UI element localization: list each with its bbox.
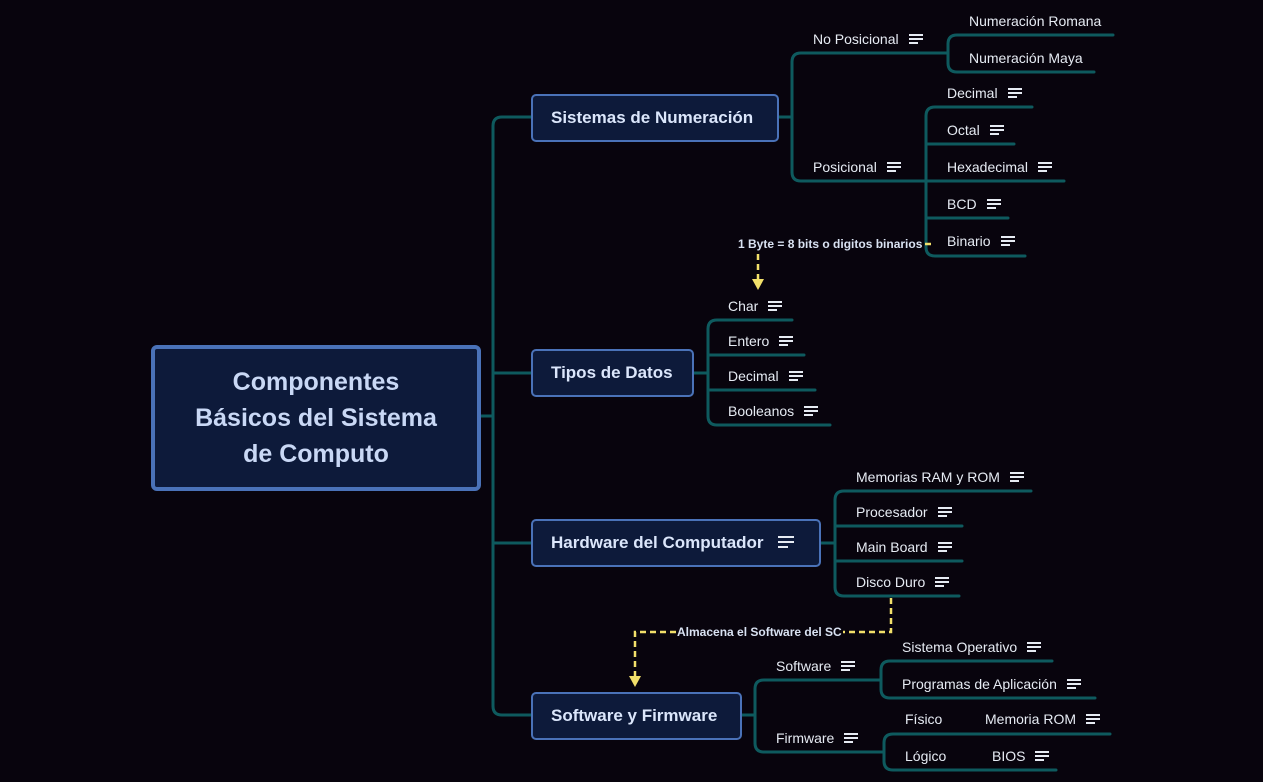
notes-icon[interactable] bbox=[908, 34, 923, 44]
notes-icon[interactable] bbox=[1066, 679, 1081, 689]
notes-icon[interactable] bbox=[777, 536, 794, 548]
notes-icon[interactable] bbox=[989, 125, 1004, 135]
subtopic-label: Hexadecimal bbox=[947, 159, 1028, 175]
subtopic-decimal-dato[interactable]: Decimal bbox=[728, 366, 803, 386]
topic-sistemas-numeracion[interactable]: Sistemas de Numeración bbox=[531, 94, 779, 142]
topic-software-firmware[interactable]: Software y Firmware bbox=[531, 692, 742, 740]
subtopic-label: BCD bbox=[947, 196, 977, 212]
notes-icon[interactable] bbox=[1007, 88, 1022, 98]
subtopic-procesador[interactable]: Procesador bbox=[856, 502, 952, 522]
subtopic-label: Disco Duro bbox=[856, 574, 926, 590]
notes-icon[interactable] bbox=[1000, 236, 1015, 246]
notes-icon[interactable] bbox=[841, 661, 856, 671]
subtopic-main-board[interactable]: Main Board bbox=[856, 537, 952, 557]
subtopic-octal[interactable]: Octal bbox=[947, 120, 1004, 140]
topic-label: Sistemas de Numeración bbox=[551, 108, 754, 127]
central-topic-label: Componentes Básicos del Sistema de Compu… bbox=[195, 368, 437, 468]
subtopic-label: Numeración Maya bbox=[969, 50, 1083, 66]
relationship-label-byte[interactable]: 1 Byte = 8 bits o digitos binarios bbox=[737, 237, 924, 251]
notes-icon[interactable] bbox=[804, 406, 819, 416]
subtopic-label: Físico bbox=[905, 711, 943, 727]
relationship-label-almacena[interactable]: Almacena el Software del SC bbox=[676, 625, 843, 639]
subtopic-label: Binario bbox=[947, 233, 991, 249]
topic-label: Tipos de Datos bbox=[551, 363, 673, 382]
subtopic-label: Entero bbox=[728, 333, 770, 349]
subtopic-posicional[interactable]: Posicional bbox=[813, 157, 901, 177]
subtopic-no-posicional[interactable]: No Posicional bbox=[813, 29, 923, 49]
notes-icon[interactable] bbox=[1009, 472, 1024, 482]
notes-icon[interactable] bbox=[937, 542, 952, 552]
subtopic-booleanos[interactable]: Booleanos bbox=[728, 401, 819, 421]
notes-icon[interactable] bbox=[1037, 162, 1052, 172]
notes-icon[interactable] bbox=[986, 199, 1001, 209]
subtopic-memorias[interactable]: Memorias RAM y ROM bbox=[856, 467, 1024, 487]
notes-icon[interactable] bbox=[935, 577, 950, 587]
notes-icon[interactable] bbox=[768, 301, 783, 311]
topic-label: Software y Firmware bbox=[551, 706, 718, 725]
central-topic[interactable]: Componentes Básicos del Sistema de Compu… bbox=[151, 345, 481, 491]
notes-icon[interactable] bbox=[1086, 714, 1101, 724]
notes-icon[interactable] bbox=[1027, 642, 1042, 652]
subtopic-label: Char bbox=[728, 298, 759, 314]
subtopic-label: Decimal bbox=[728, 368, 779, 384]
subtopic-label: Lógico bbox=[905, 748, 947, 764]
subtopic-label: Posicional bbox=[813, 159, 877, 175]
notes-icon[interactable] bbox=[788, 371, 803, 381]
notes-icon[interactable] bbox=[779, 336, 794, 346]
subtopic-label: BIOS bbox=[992, 748, 1026, 764]
subtopic-logico[interactable]: Lógico bbox=[905, 746, 946, 766]
subtopic-label: Octal bbox=[947, 122, 980, 138]
topic-hardware[interactable]: Hardware del Computador bbox=[531, 519, 821, 567]
topic-tipos-datos[interactable]: Tipos de Datos bbox=[531, 349, 694, 397]
subtopic-software[interactable]: Software bbox=[776, 656, 856, 676]
subtopic-bios[interactable]: BIOS bbox=[992, 746, 1050, 766]
notes-icon[interactable] bbox=[844, 733, 859, 743]
subtopic-label: Decimal bbox=[947, 85, 998, 101]
topic-label: Hardware del Computador bbox=[551, 533, 764, 552]
subtopic-decimal[interactable]: Decimal bbox=[947, 83, 1022, 103]
arrow-head-icon bbox=[752, 279, 764, 290]
subtopic-label: No Posicional bbox=[813, 31, 899, 47]
subtopic-label: Sistema Operativo bbox=[902, 639, 1018, 655]
subtopic-programas-aplicacion[interactable]: Programas de Aplicación bbox=[902, 674, 1081, 694]
subtopic-disco-duro[interactable]: Disco Duro bbox=[856, 572, 950, 592]
subtopic-memoria-rom[interactable]: Memoria ROM bbox=[985, 709, 1101, 729]
subtopic-label: Numeración Romana bbox=[969, 13, 1102, 29]
subtopic-bcd[interactable]: BCD bbox=[947, 194, 1001, 214]
subtopic-sistema-operativo[interactable]: Sistema Operativo bbox=[902, 637, 1042, 657]
subtopic-label: Procesador bbox=[856, 504, 928, 520]
subtopic-char[interactable]: Char bbox=[728, 296, 783, 316]
subtopic-label: Memorias RAM y ROM bbox=[856, 469, 1000, 485]
notes-icon[interactable] bbox=[886, 162, 901, 172]
subtopic-binario[interactable]: Binario bbox=[947, 231, 1015, 251]
notes-icon[interactable] bbox=[937, 507, 952, 517]
subtopic-hexadecimal[interactable]: Hexadecimal bbox=[947, 157, 1052, 177]
subtopic-numeracion-maya[interactable]: Numeración Maya bbox=[969, 48, 1083, 68]
subtopic-fisico[interactable]: Físico bbox=[905, 709, 942, 729]
subtopic-label: Booleanos bbox=[728, 403, 795, 419]
subtopic-entero[interactable]: Entero bbox=[728, 331, 794, 351]
subtopic-label: Firmware bbox=[776, 730, 835, 746]
subtopic-label: Main Board bbox=[856, 539, 928, 555]
subtopic-label: Software bbox=[776, 658, 832, 674]
subtopic-label: Memoria ROM bbox=[985, 711, 1077, 727]
subtopic-label: Programas de Aplicación bbox=[902, 676, 1057, 692]
arrow-head-icon bbox=[629, 676, 641, 687]
notes-icon[interactable] bbox=[1035, 751, 1050, 761]
subtopic-firmware[interactable]: Firmware bbox=[776, 728, 859, 748]
subtopic-numeracion-romana[interactable]: Numeración Romana bbox=[969, 11, 1101, 31]
